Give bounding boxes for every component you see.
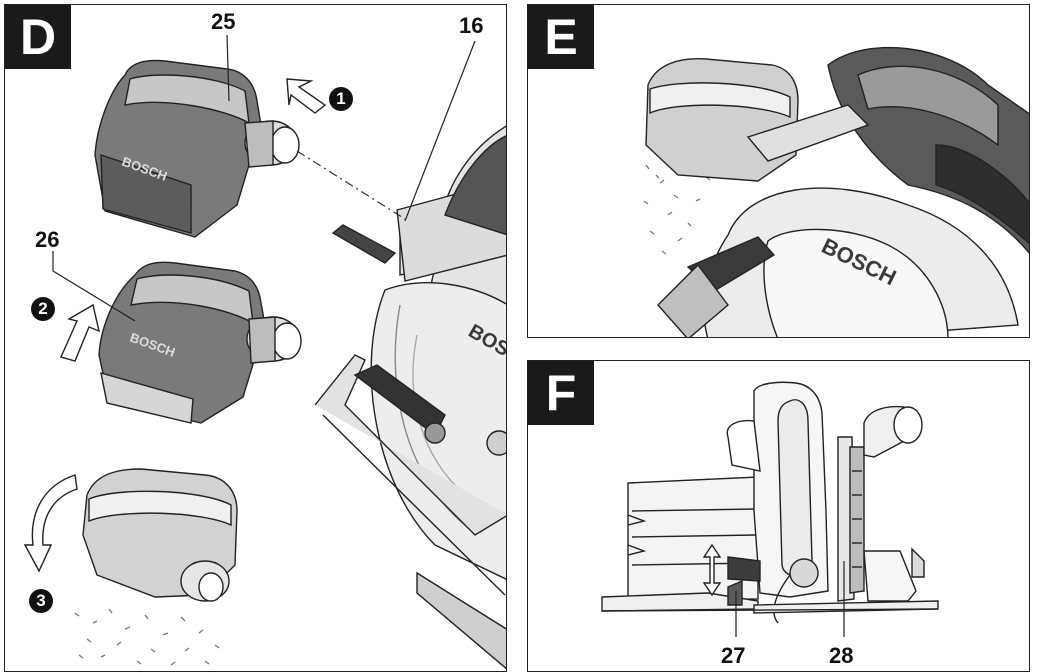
callout-16: 16: [459, 13, 484, 38]
arrow-step-3: [23, 474, 78, 573]
dust-chips-bottom: [74, 608, 220, 666]
saw-front-view: [601, 381, 939, 624]
leader-25: [226, 34, 230, 102]
step-1-badge: 1: [329, 87, 353, 111]
panel-f-tag: F: [528, 361, 594, 425]
leader-26: [52, 251, 136, 322]
saw-body-e: [645, 46, 1029, 337]
callout-26: 26: [35, 227, 60, 252]
panel-f: F 27 28: [527, 360, 1030, 672]
leader-16: [404, 40, 476, 222]
dust-nozzle-25: [94, 59, 300, 238]
panel-d-illustration: BOSCH BOSCH BOSCH: [23, 34, 506, 670]
panel-e-tag: E: [528, 5, 594, 69]
callout-27: 27: [721, 643, 746, 668]
callout-28: 28: [829, 643, 854, 668]
step-3-badge: 3: [29, 589, 53, 613]
panel-e-illustration: BOSCH: [643, 46, 1029, 337]
panel-e: BOSCH E: [527, 4, 1030, 338]
callout-25: 25: [211, 9, 236, 34]
dust-chips-e: [643, 164, 711, 255]
saw-body: [314, 125, 506, 670]
panel-d-tag: D: [5, 5, 71, 69]
dust-nozzle-26: [98, 261, 302, 424]
alignment-line: [296, 150, 406, 220]
dust-nozzle-swivel: [82, 468, 238, 602]
panel-f-illustration: [601, 381, 939, 637]
arrow-step-1: [286, 78, 327, 114]
step-2-badge: 2: [31, 297, 55, 321]
arrow-step-2: [60, 303, 100, 362]
panel-d: BOSCH BOSCH BOSCH: [4, 4, 507, 672]
adjust-double-arrow: [702, 543, 722, 597]
